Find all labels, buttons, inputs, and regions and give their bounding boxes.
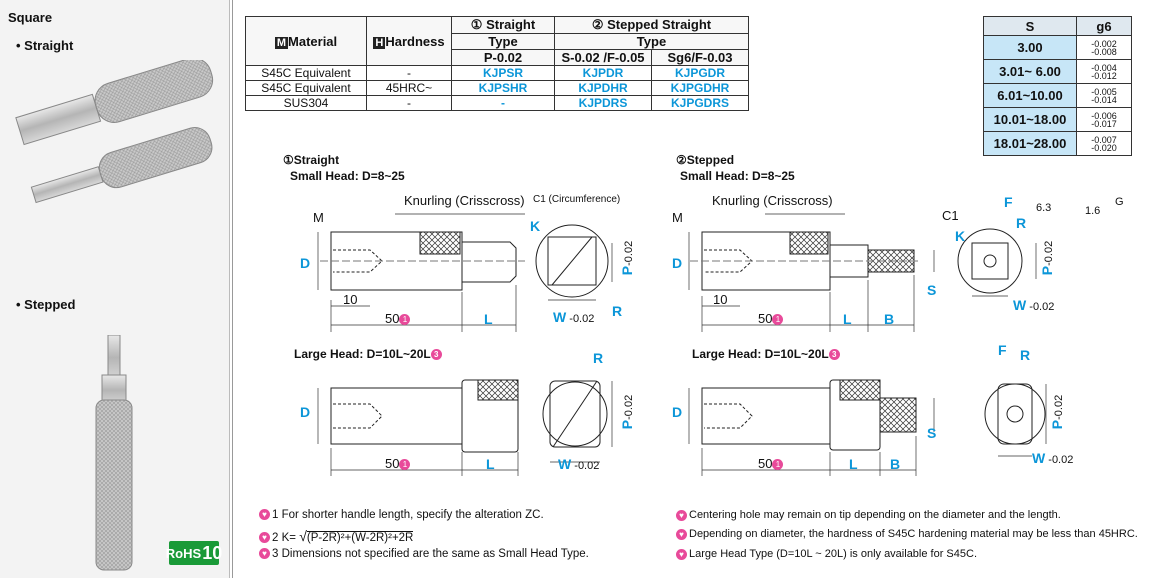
note-5: ♥Depending on diameter, the hardness of … [676, 528, 1138, 540]
roughness-g: G [1115, 196, 1124, 208]
shape-title: Square [8, 10, 53, 25]
part-number-link[interactable]: KJPDRS [554, 95, 652, 111]
straight-label: • Straight [16, 38, 74, 53]
hardness-cell: - [366, 95, 452, 111]
p-dimension: P-0.02 [619, 394, 636, 430]
l-dimension: L [484, 311, 493, 327]
note-icon: ♥ [676, 509, 687, 521]
f-dimension: F [1004, 194, 1013, 210]
note-1: ♥1 For shorter handle length, specify th… [259, 509, 544, 521]
b-dimension: B [884, 311, 895, 327]
c1-label: C1 [942, 208, 959, 223]
ten-dimension: 10 [343, 292, 358, 307]
p-dimension: P-0.02 [1039, 240, 1056, 276]
stepped-product-image [95, 335, 133, 571]
spec-panel [232, 0, 1153, 578]
table-row: SUS304 - - KJPDRS KJPGDRS [245, 95, 749, 111]
d-dimension: D [300, 255, 311, 271]
l-dimension: L [843, 311, 852, 327]
table-row: 18.01~28.00-0.007-0.020 [983, 131, 1132, 156]
knurling-label: Knurling (Crisscross) [712, 193, 833, 208]
roughness-1-6: 1.6 [1085, 205, 1101, 217]
note-icon: ♥ [259, 532, 270, 544]
w-dimension: W -0.02 [1013, 297, 1055, 313]
straight-title: ①Straight [283, 153, 340, 167]
ten-dimension: 10 [713, 292, 728, 307]
d-dimension: D [300, 404, 311, 420]
p-dimension: P-0.02 [1049, 394, 1066, 430]
d-dimension: D [672, 255, 683, 271]
m-label: M [313, 210, 324, 225]
r-dimension: R [612, 303, 623, 319]
small-head-label: Small Head: D=8~25 [680, 169, 795, 183]
straight-header: ① Straight [451, 16, 555, 34]
w-dimension: W -0.02 [1032, 450, 1074, 466]
note-icon: ♥ [676, 548, 687, 560]
table-row: S45C Equivalent - KJPSR KJPDR KJPGDR [245, 65, 749, 81]
part-number-link[interactable]: KJPDR [554, 65, 652, 81]
s-header: S [983, 16, 1077, 36]
note-icon: ♥ [259, 548, 270, 560]
p-dimension: P-0.02 [619, 240, 636, 276]
f-dimension: F [998, 342, 1007, 358]
note-3: ♥3 Dimensions not specified are the same… [259, 548, 589, 560]
d-dimension: D [672, 404, 683, 420]
r-dimension: R [1016, 215, 1027, 231]
l-dimension: L [486, 456, 495, 472]
note-6: ♥Large Head Type (D=10L ~ 20L) is only a… [676, 548, 977, 560]
w-dimension: W -0.02 [553, 309, 595, 325]
straight-product-image [15, 60, 214, 204]
m-label: M [672, 210, 683, 225]
table-row: 3.01~ 6.00-0.004-0.012 [983, 59, 1132, 84]
note-icon: ♥ [676, 528, 687, 540]
s-dimension: S [927, 425, 937, 441]
r-dimension: R [593, 350, 604, 366]
table-row: 6.01~10.00-0.005-0.014 [983, 83, 1132, 108]
note-icon: ♥ [259, 509, 270, 521]
r-dimension: R [1020, 347, 1031, 363]
knurling-label: Knurling (Crisscross) [404, 193, 525, 208]
part-number-link[interactable]: KJPDHR [554, 80, 652, 96]
k-dimension: K [530, 218, 541, 234]
stepped-label: • Stepped [16, 297, 76, 312]
note-4: ♥Centering hole may remain on tip depend… [676, 509, 1061, 521]
small-head-label: Small Head: D=8~25 [290, 169, 405, 183]
stepped-title: ②Stepped [676, 153, 735, 167]
k-dimension: K [955, 228, 966, 244]
note-2: ♥2 K= √(P-2R)²+(W-2R)²+2R [259, 528, 414, 544]
sf-tol-header: S-0.02 /F-0.05 [554, 49, 652, 66]
b-dimension: B [890, 456, 901, 472]
material-cell: SUS304 [245, 95, 367, 111]
w-dimension: W -0.02 [558, 456, 600, 472]
s-dimension: S [927, 282, 937, 298]
l-dimension: L [849, 456, 858, 472]
type-header: Type [554, 33, 749, 50]
c1-circumference-label: C1 (Circumference) [533, 194, 621, 205]
material-cell: S45C Equivalent [245, 80, 367, 96]
table-row: 10.01~18.00-0.006-0.017 [983, 107, 1132, 132]
part-number-link[interactable]: KJPGDRS [651, 95, 749, 111]
roughness-6-3: 6.3 [1036, 202, 1052, 214]
